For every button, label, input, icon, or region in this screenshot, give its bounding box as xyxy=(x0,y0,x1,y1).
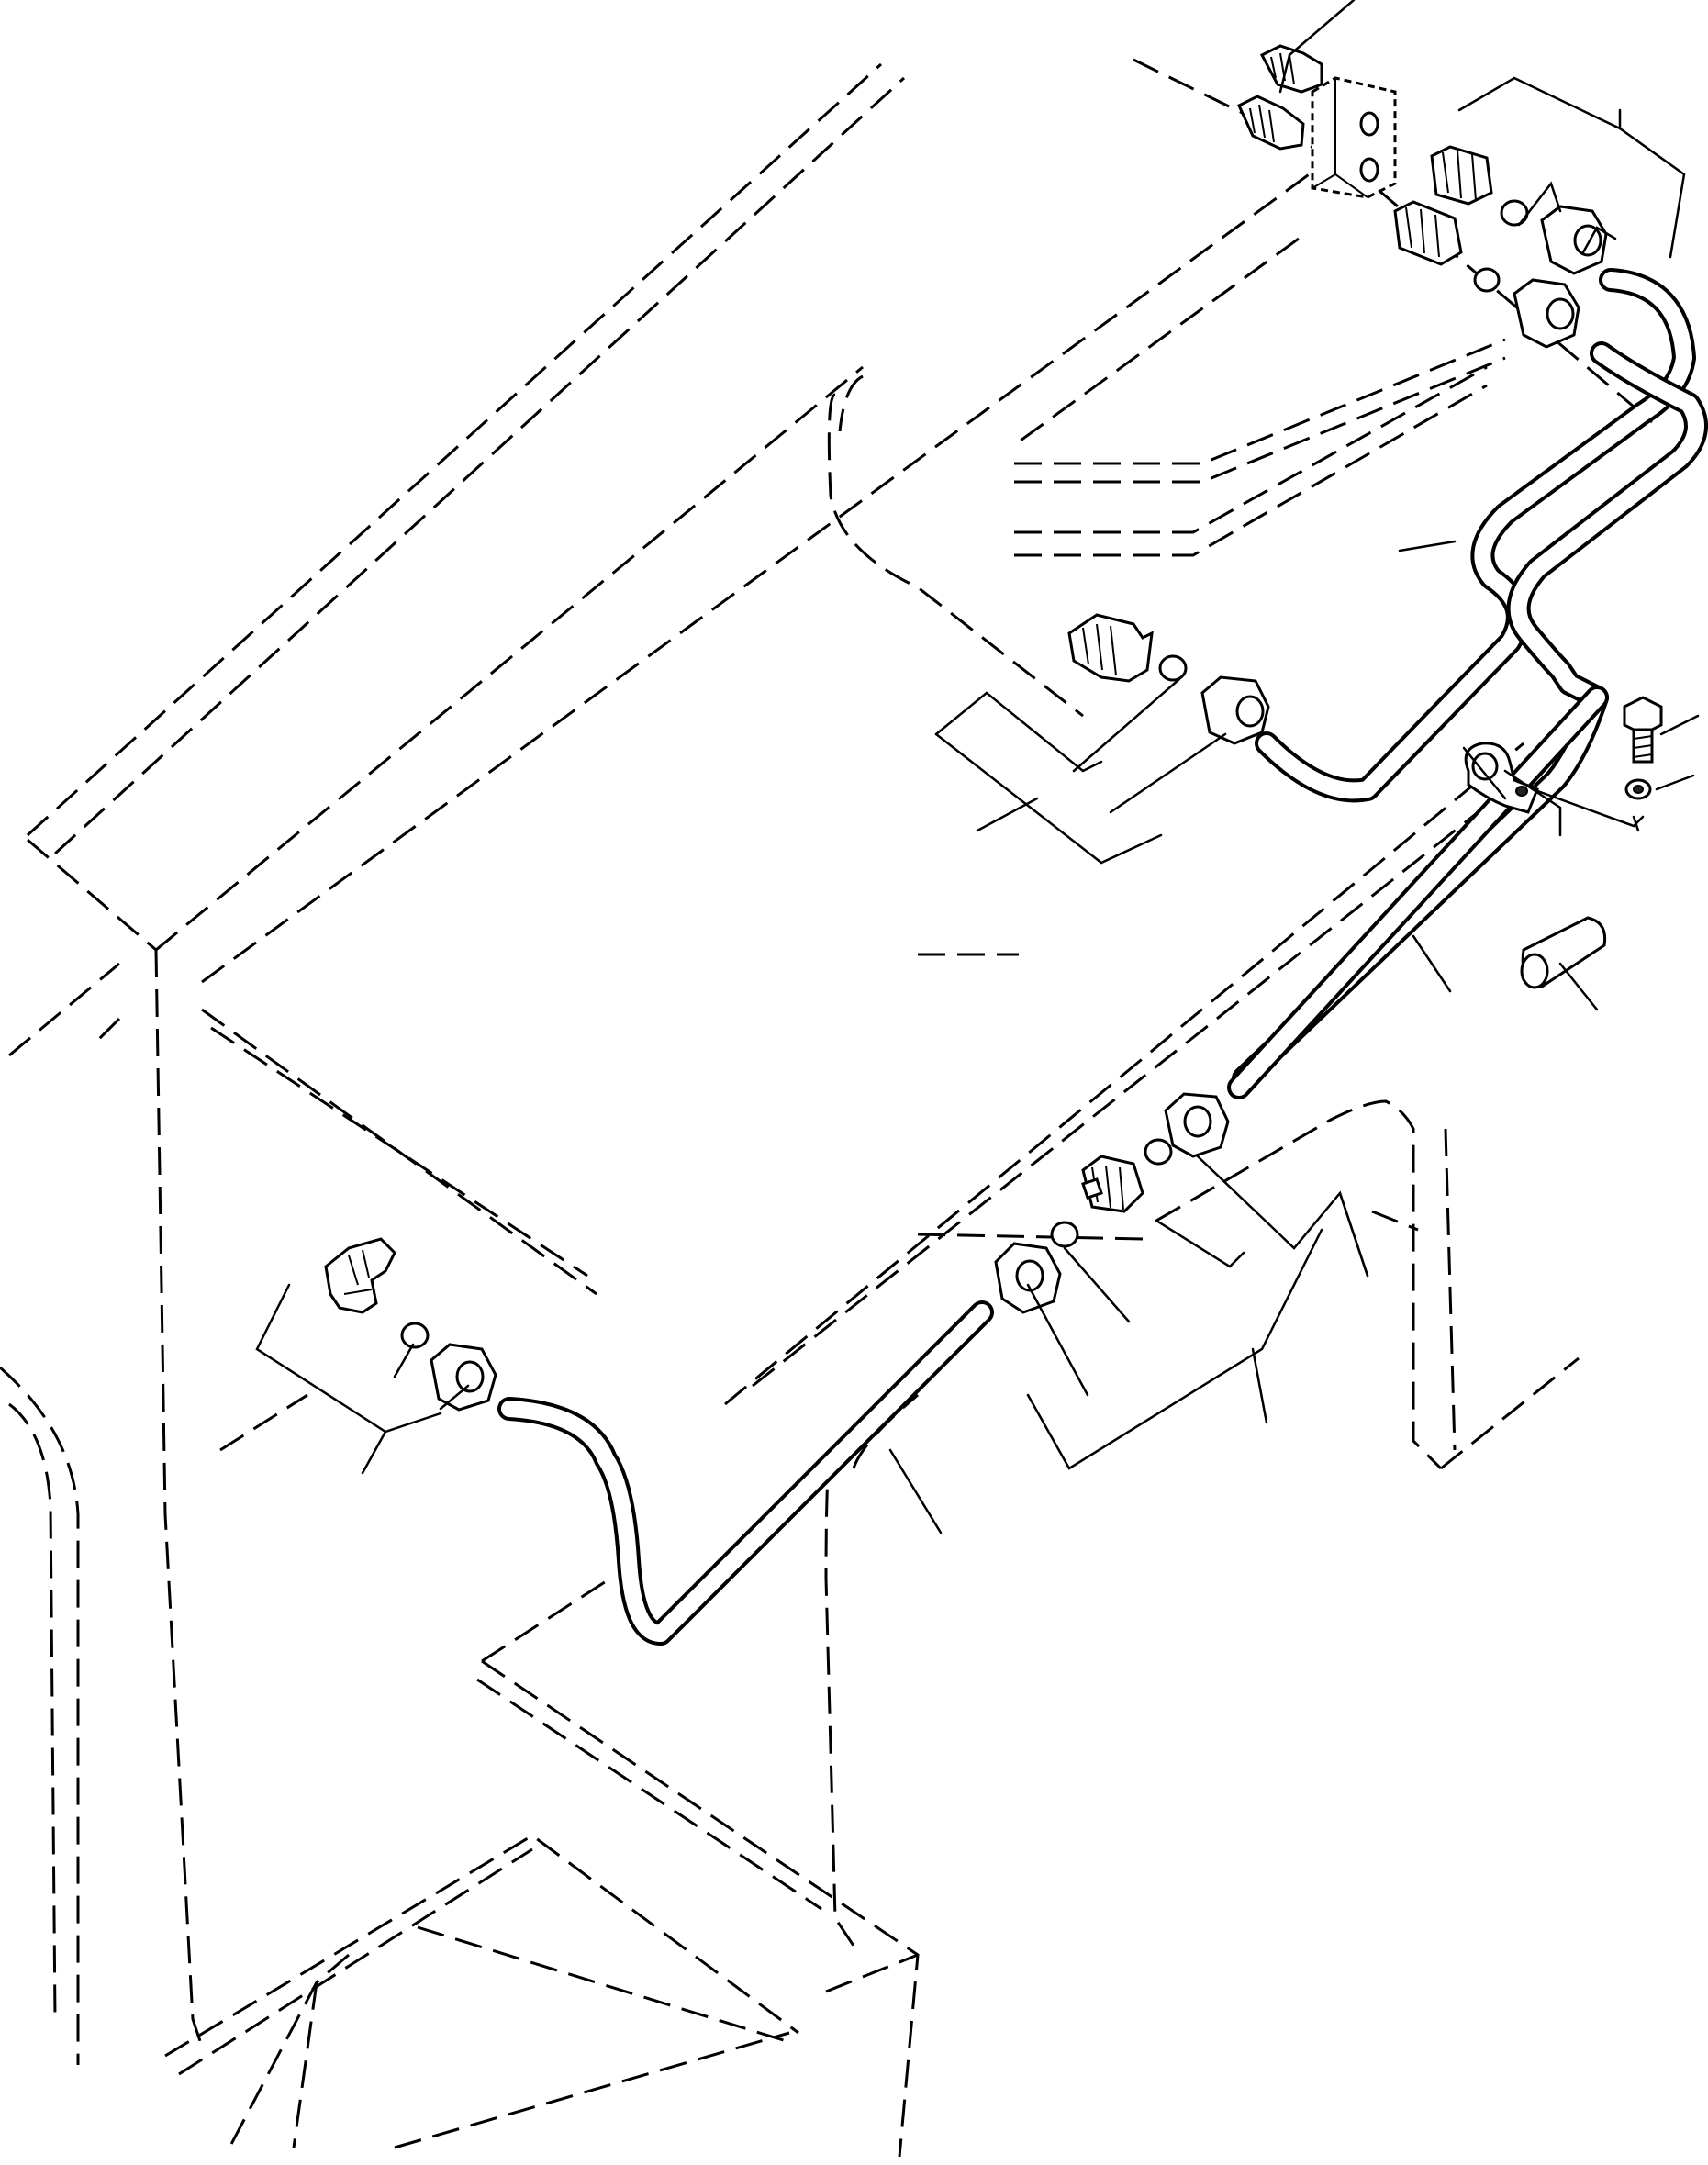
top-fitting-group xyxy=(1237,44,1608,349)
connector-block xyxy=(1311,76,1397,199)
nut-top-upper xyxy=(1540,205,1608,275)
union-upper xyxy=(1430,145,1493,206)
nut-middle xyxy=(1200,675,1270,745)
elbow-fitting-lower xyxy=(324,1237,396,1314)
lower-elbow-group xyxy=(324,1237,497,1412)
lower-tube xyxy=(497,1300,994,1646)
leader-lines xyxy=(255,0,1700,1534)
phantom-structure xyxy=(0,58,1653,2158)
nut-top-lower xyxy=(1513,278,1580,349)
bolt xyxy=(1623,696,1663,764)
nut-lower-left xyxy=(430,1343,497,1412)
elbow-fitting-middle xyxy=(1067,613,1154,683)
union-central xyxy=(1081,1155,1144,1213)
nut-central-right xyxy=(1164,1092,1230,1158)
lock-washer xyxy=(1624,778,1652,800)
clamp-group xyxy=(1464,696,1663,989)
middle-elbow-group xyxy=(1067,613,1270,745)
tube-assembly xyxy=(497,268,1708,1646)
nut-central-left xyxy=(994,1242,1062,1314)
central-fitting-group xyxy=(994,1092,1230,1314)
rubber-sleeve xyxy=(1520,916,1607,989)
union-lower xyxy=(1393,200,1463,266)
small-connector-bottom xyxy=(1237,95,1305,151)
